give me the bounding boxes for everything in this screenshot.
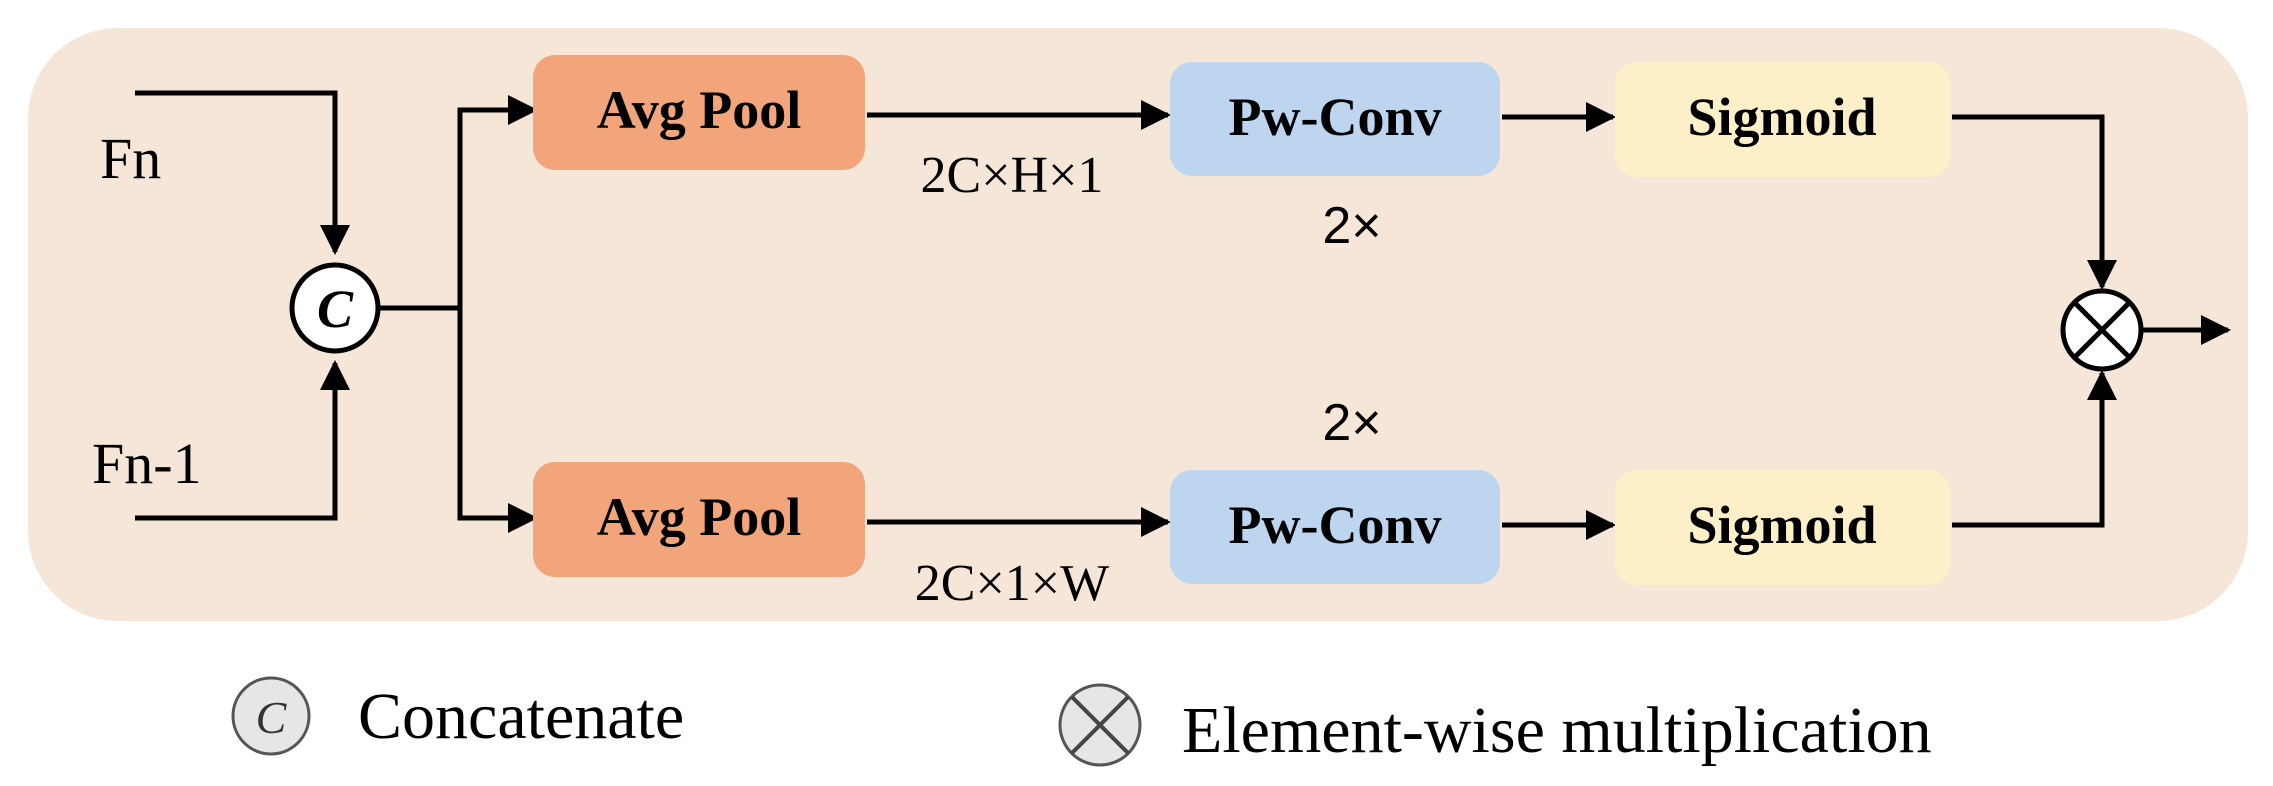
shape-label-bottom: 2C×1×W: [915, 555, 1109, 612]
pw-conv-top-label: Pw-Conv: [1229, 87, 1442, 147]
input-line-fn: [135, 90, 350, 255]
legend-multiply-label: Element-wise multiplication: [1182, 694, 1932, 767]
sigmoid-top: Sigmoid: [1615, 62, 1950, 177]
split-line-bottom: [457, 308, 538, 533]
repeat-label-top: 2×: [1322, 197, 1381, 255]
legend-concat: C Concatenate: [231, 676, 684, 756]
input-label-fn: Fn: [100, 126, 161, 191]
input-label-fn-1: Fn-1: [92, 431, 202, 496]
pw-conv-top: Pw-Conv: [1170, 62, 1500, 176]
sigmoid-bottom-label: Sigmoid: [1687, 495, 1876, 555]
legend-multiply: Element-wise multiplication: [1058, 683, 1932, 767]
multiply-icon: [2060, 288, 2144, 372]
legend-concat-label: Concatenate: [358, 680, 684, 753]
pw-conv-bottom-label: Pw-Conv: [1229, 495, 1442, 555]
input-line-fn-1: [135, 360, 350, 521]
avg-pool-top-label: Avg Pool: [597, 80, 801, 140]
sigmoid-bottom: Sigmoid: [1615, 470, 1950, 585]
split-line-top: [457, 95, 538, 308]
legend-concat-symbol: C: [256, 692, 288, 743]
shape-label-top: 2C×H×1: [921, 147, 1104, 204]
avg-pool-bottom-label: Avg Pool: [597, 487, 801, 547]
concat-node: C: [289, 262, 381, 354]
concat-icon: C: [317, 279, 354, 339]
avg-pool-bottom: Avg Pool: [533, 462, 865, 577]
repeat-label-bottom: 2×: [1322, 394, 1381, 452]
sigmoid-top-label: Sigmoid: [1687, 87, 1876, 147]
legend-concat-icon: [231, 676, 311, 756]
avg-pool-top: Avg Pool: [533, 55, 865, 170]
arrow-sigmoid-to-multiply-bottom: [1952, 370, 2117, 528]
pw-conv-bottom: Pw-Conv: [1170, 470, 1500, 584]
arrow-sigmoid-to-multiply-top: [1952, 114, 2117, 290]
